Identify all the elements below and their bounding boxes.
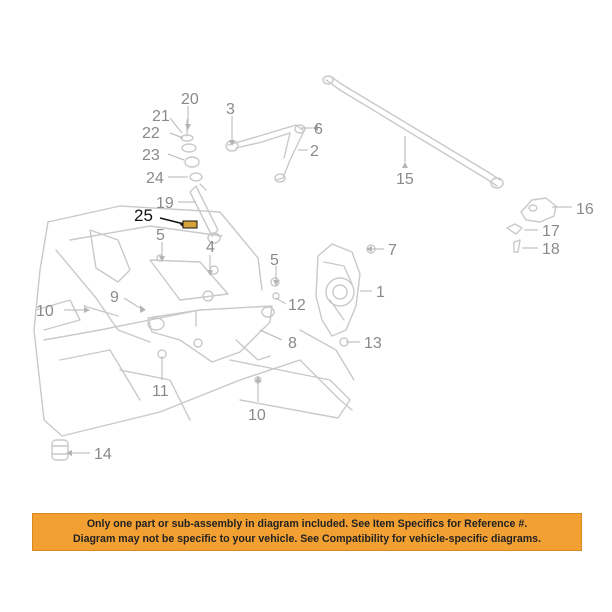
callout-1: 1 <box>376 284 385 301</box>
track-bar-drawing <box>322 75 504 189</box>
callout-10-left: 10 <box>36 303 54 320</box>
callout-4: 4 <box>206 239 215 256</box>
tie-rod-end-drawing <box>506 197 557 253</box>
leader-lines <box>64 106 572 454</box>
callout-7: 7 <box>388 242 397 259</box>
bump-stop-drawing <box>51 439 69 461</box>
callout-3: 3 <box>226 101 235 118</box>
leader-arrowheads <box>66 124 408 456</box>
disclaimer-banner: Only one part or sub-assembly in diagram… <box>32 513 582 551</box>
callout-16: 16 <box>576 201 594 218</box>
callout-18: 18 <box>542 241 560 258</box>
callout-19: 19 <box>156 195 174 212</box>
lower-control-arm-drawing <box>147 305 275 363</box>
callout-5-upper: 5 <box>156 227 165 244</box>
callout-24: 24 <box>146 170 164 187</box>
callout-2: 2 <box>310 143 319 160</box>
callout-14: 14 <box>94 446 112 463</box>
callout-9: 9 <box>110 289 119 306</box>
callout-6: 6 <box>314 121 323 138</box>
callout-23: 23 <box>142 147 160 164</box>
callout-22: 22 <box>142 125 160 142</box>
callout-20: 20 <box>181 91 199 108</box>
callout-17: 17 <box>542 223 560 240</box>
callout-8: 8 <box>288 335 297 352</box>
frame-drawing <box>33 205 355 437</box>
callout-15: 15 <box>396 171 414 188</box>
callout-12: 12 <box>288 297 306 314</box>
callout-5-right: 5 <box>270 252 279 269</box>
callout-13: 13 <box>364 335 382 352</box>
steering-knuckle-drawing <box>315 243 361 337</box>
callout-11: 11 <box>152 383 169 400</box>
callout-25: 25 <box>134 206 153 225</box>
upper-control-arm-drawing <box>225 124 306 183</box>
bolt-25-drawing <box>159 217 198 229</box>
disclaimer-line-1: Only one part or sub-assembly in diagram… <box>86 518 528 530</box>
callout-21: 21 <box>152 108 170 125</box>
callout-10-lower: 10 <box>248 407 266 424</box>
disclaimer-line-2: Diagram may not be specific to your vehi… <box>72 533 542 545</box>
